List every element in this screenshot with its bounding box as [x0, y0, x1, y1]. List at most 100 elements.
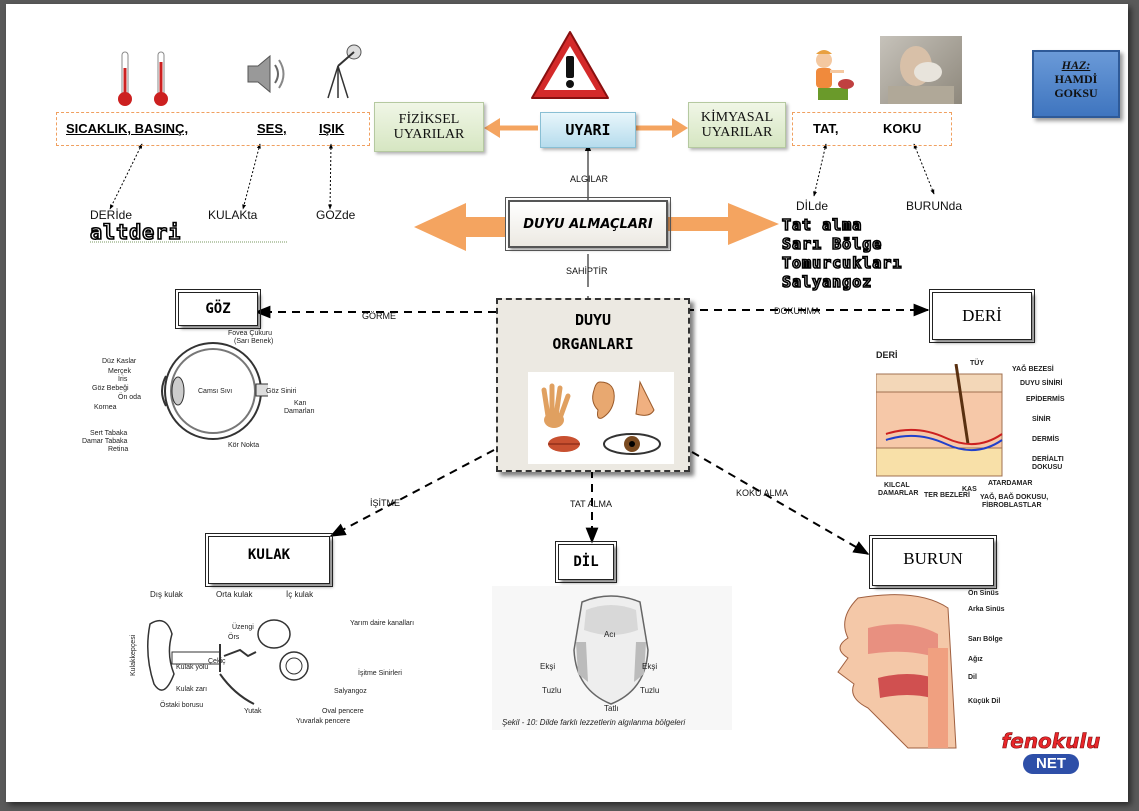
ear-label: Östaki borusu: [160, 702, 204, 709]
eyeball-drawing: [161, 342, 268, 440]
ear-diagram: Dış kulak Orta kulak İç kulak Üzengi Örs…: [130, 586, 436, 730]
eye-label: Düz Kaslar: [102, 358, 137, 365]
organ-nose-box: BURUN: [869, 535, 997, 589]
eye-location-label: GOZde: [316, 208, 356, 222]
uyari-box: UYARI: [540, 112, 636, 148]
center-title-line1: DUYU: [574, 311, 612, 329]
ear-section-label: Orta kulak: [216, 590, 253, 599]
edge-label-dokunma: DOKUNMA: [774, 306, 821, 316]
tongue-drawing: [573, 595, 649, 705]
ear-label: Yuvarlak pencere: [296, 718, 351, 725]
big-arrow-left: [414, 203, 506, 251]
tongue-term: Tomurcukları: [781, 253, 903, 273]
eye-label: Kornea: [94, 404, 117, 411]
eye-diagram: Düz Kaslar Merçek İris Göz Bebeği Ön oda…: [78, 326, 338, 456]
ear-location-label: KULAKta: [208, 208, 258, 222]
smelling-person-photo: [880, 36, 962, 104]
nose-label: Ağız: [968, 656, 983, 663]
edge-label-sahiptir: SAHİPTİR: [566, 266, 608, 276]
physical-stimuli-label: FİZİKSEL UYARILAR: [393, 112, 465, 142]
tongue-label: Ekşi: [540, 662, 556, 671]
edge-label-gorme: GÖRME: [362, 311, 397, 321]
eye-label: Sert Tabaka: [90, 430, 128, 437]
tongue-label: Tatlı: [604, 704, 619, 713]
eye-label: İris: [118, 376, 128, 383]
tongue-label: Ekşi: [642, 662, 658, 671]
ear-label: Kulak zarı: [176, 686, 208, 693]
nose-label: Sarı Bölge: [968, 636, 1003, 643]
big-arrow-right: [668, 203, 779, 245]
fenokulu-logo: fenokulu NET: [998, 730, 1104, 784]
chemical-stimuli-label: KİMYASAL UYARILAR: [700, 110, 774, 140]
ear-label: İşitme Sinirleri: [358, 670, 402, 677]
skin-label: KAS: [962, 486, 977, 493]
receptors-label: DUYU ALMAÇLARI: [523, 216, 653, 232]
skin-label: DUYU SİNİRİ: [1020, 380, 1063, 387]
smell-label: KOKU: [883, 121, 922, 136]
eye-label: Kan: [294, 400, 307, 407]
author-title: HAZ:: [1061, 58, 1091, 72]
eye-label: Ön oda: [118, 394, 141, 401]
skin-label: TÜY: [970, 360, 984, 367]
eye-label: Camsı Sıvı: [198, 388, 233, 395]
altderi-label: altderi: [89, 219, 182, 245]
eye-label: Göz Siniri: [266, 388, 297, 395]
sense-organs-center-box: DUYU ORGANLARI: [496, 298, 690, 472]
skin-figure-title: DERİ: [876, 350, 898, 360]
sense-organs-illustration: [528, 372, 674, 464]
skin-diagram: DERİ TÜY YAĞ BEZESİ DUYU SİNİRİ EPİDERMİ…: [870, 346, 1100, 510]
ear-anatomy-drawing: [147, 619, 309, 705]
edge-label-tat-alma: TAT ALMA: [570, 499, 613, 509]
skin-label: DERİALTI: [1032, 456, 1064, 463]
skin-label: SİNİR: [1032, 416, 1051, 423]
speaker-icon: [247, 54, 285, 94]
page: HAZ: HAMDİ GOKSU SICAKLIK, BASINÇ, SES, …: [6, 4, 1128, 802]
physical-stimuli-box: FİZİKSEL UYARILAR: [374, 102, 484, 152]
center-title: DUYU ORGANLARI: [498, 308, 688, 356]
skin-label: FİBROBLASTLAR: [982, 502, 1042, 509]
tongue-label: Tuzlu: [640, 686, 660, 695]
edge-label-koku-alma: KOKU ALMA: [736, 488, 789, 498]
tasting-person-icon: [816, 50, 854, 100]
chemical-items-box: TAT, KOKU: [792, 112, 952, 146]
nose-location-label: BURUNda: [906, 199, 963, 213]
eye-label: Göz Bebeği: [92, 385, 129, 392]
skin-label: YAĞ BEZESİ: [1012, 366, 1054, 373]
author-box: HAZ: HAMDİ GOKSU: [1032, 50, 1120, 118]
physical-items-box: SICAKLIK, BASINÇ, SES, IŞIK: [56, 112, 370, 146]
lips-icon: [548, 436, 580, 452]
orange-arrow-right: [634, 118, 688, 138]
tongue-figure-caption: Şekil - 10: Dilde farklı lezzetlerin alg…: [502, 718, 686, 727]
ear-label: Örs: [228, 634, 240, 641]
eye-label: (Sarı Benek): [234, 338, 274, 345]
tongue-label: Tuzlu: [542, 686, 562, 695]
organ-ear-box: KULAK: [205, 533, 333, 587]
organ-eye-label: GÖZ: [205, 301, 231, 317]
skin-location-label: DERİde: [90, 208, 133, 222]
skin-label: TER BEZLERİ: [924, 492, 970, 499]
light-label: IŞIK: [319, 121, 345, 136]
skin-label: ATARDAMAR: [988, 480, 1033, 487]
receptors-box: DUYU ALMAÇLARI: [505, 197, 671, 251]
nose-label: Ön Sinüs: [968, 590, 999, 597]
ear-label: Yarım daire kanalları: [350, 620, 415, 627]
ear-label: Üzengi: [232, 624, 254, 631]
ear-label: Salyangoz: [334, 688, 367, 695]
skin-label: YAĞ, BAĞ DOKUSU,: [980, 494, 1049, 501]
eye-icon: [603, 433, 661, 455]
edge-label-isitme: İŞİTME: [370, 498, 401, 508]
center-title-line2: ORGANLARI: [552, 335, 634, 353]
tongue-term: Tat alma: [781, 215, 863, 235]
head-cross-section-drawing: [837, 594, 957, 749]
eye-label: Fovea Çukuru: [228, 330, 272, 337]
nose-label: Arka Sinüs: [968, 606, 1005, 613]
organ-ear-label: KULAK: [247, 547, 291, 563]
tongue-terms-list: Tat alma Sarı Bölge Tomurcukları Salyang…: [781, 215, 903, 292]
ear-label: Oval pencere: [322, 708, 364, 715]
organ-skin-label: DERİ: [962, 306, 1002, 325]
logo-bottom-text: NET: [1023, 754, 1079, 774]
lamp-icon: [327, 44, 362, 99]
hand-icon: [541, 383, 571, 428]
ear-icon: [592, 381, 615, 419]
ear-section-label: Dış kulak: [150, 590, 183, 599]
